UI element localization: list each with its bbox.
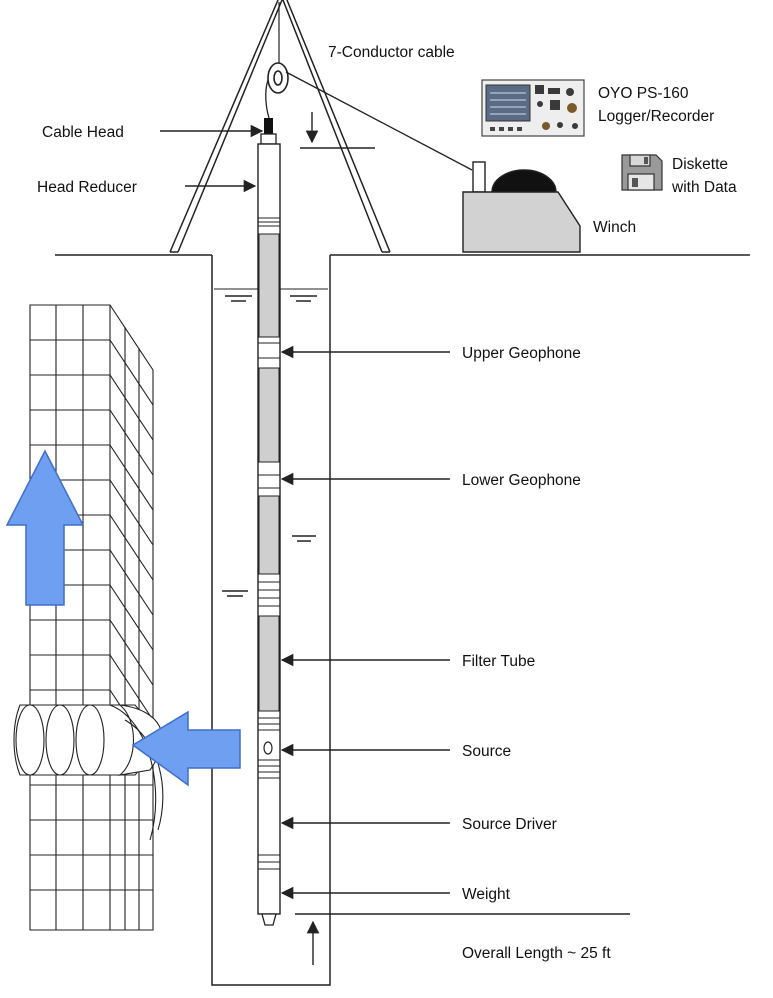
filter-tube-sections <box>258 233 280 712</box>
source-driver-label: Source Driver <box>462 816 557 833</box>
cable-label: 7-Conductor cable <box>328 44 455 61</box>
upper-geophone-label: Upper Geophone <box>462 345 581 362</box>
cable-head-label: Cable Head <box>42 124 124 141</box>
cable-head <box>264 118 273 134</box>
head-reducer-label: Head Reducer <box>37 179 137 196</box>
source-element <box>263 741 273 755</box>
winch <box>462 161 581 253</box>
blue-arrow-up <box>5 449 85 606</box>
diskette-label-line2: with Data <box>671 179 737 196</box>
head-reducer <box>260 133 277 145</box>
blue-arrow-left <box>131 710 241 787</box>
overall-length-marker <box>295 913 630 965</box>
logger-recorder-icon <box>481 79 585 137</box>
sheave-pulley <box>267 2 289 94</box>
logger-label-line2: Logger/Recorder <box>598 108 714 125</box>
winch-label: Winch <box>593 219 636 236</box>
overall-length-label: Overall Length ~ 25 ft <box>462 945 611 962</box>
depth-reference-marker <box>300 112 375 149</box>
lower-geophone-label: Lower Geophone <box>462 472 581 489</box>
probe <box>257 118 281 926</box>
filter-tube-label: Filter Tube <box>462 653 535 670</box>
logger-label-line1: OYO PS-160 <box>598 85 689 102</box>
wave-bulge <box>13 704 164 841</box>
cable <box>265 71 473 171</box>
weight-label: Weight <box>462 886 511 903</box>
water-level-symbols <box>222 295 317 597</box>
source-label: Source <box>462 743 511 760</box>
leader-arrows <box>160 124 450 900</box>
probe-bands <box>258 217 280 870</box>
tripod <box>169 0 391 253</box>
soil-grid <box>29 304 154 931</box>
probe-weight-tip <box>261 913 277 926</box>
diskette-icon <box>621 154 663 191</box>
diskette-label-line1: Diskette <box>672 156 728 173</box>
